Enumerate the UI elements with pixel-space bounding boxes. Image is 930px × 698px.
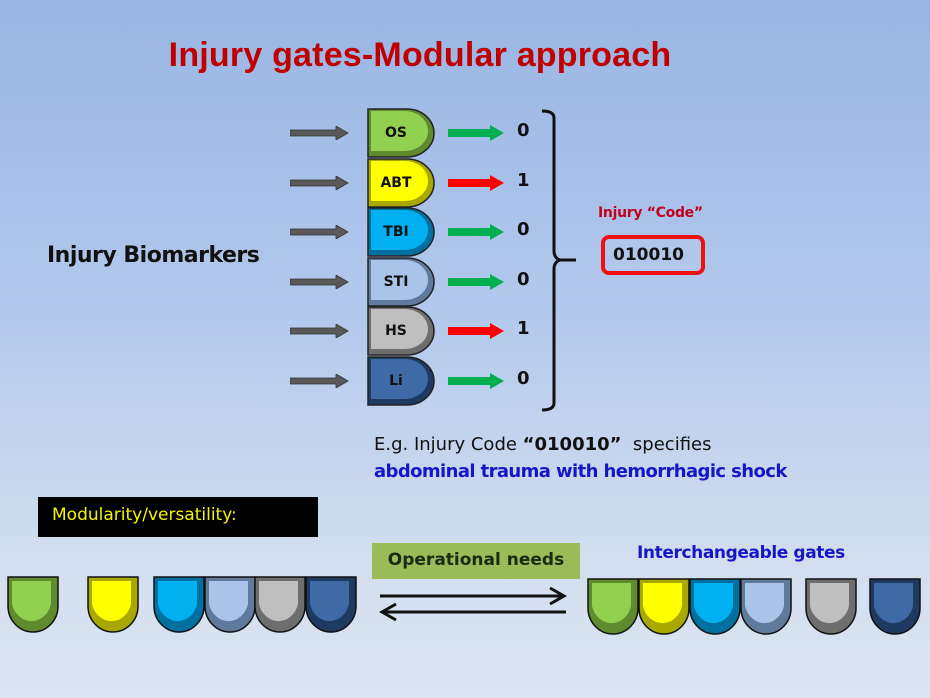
shield-gate-abt [87,576,139,633]
operational-needs-label: Operational needs [387,550,565,570]
shield-gate-tbi [689,578,741,635]
gate-tbi: TBI [367,207,437,257]
gate-shape [367,355,435,406]
modularity-label: Modularity/versatility: [52,505,237,525]
curly-brace [541,109,576,412]
gate-output-bit: 0 [517,219,530,240]
green-output-arrow-icon [448,372,504,389]
gate-label: TBI [383,224,409,240]
bidirectional-arrow-icon [378,586,568,622]
green-output-arrow-icon [448,273,504,290]
gate-shape [367,108,435,158]
input-arrow-icon [290,274,349,289]
shield-gate-hs [254,576,306,633]
shield-gate-sti [204,576,256,633]
gate-shape [367,256,435,307]
gate-output-bit: 0 [517,268,530,290]
red-output-arrow-icon [448,323,504,339]
gate-output-bit: 0 [517,120,530,141]
gate-sti: STI [367,256,437,307]
operational-needs-banner: Operational needs [372,543,580,579]
input-arrow-icon [290,225,349,239]
gate-label: OS [385,125,407,141]
gate-li: Li [367,355,437,406]
shield-gate-os [7,576,59,633]
shield-gate-sti [740,578,792,635]
injury-code-label: Injury “Code” [598,205,703,221]
input-arrow-icon [290,324,349,338]
interchangeable-gates-label: Interchangeable gates [637,543,845,563]
green-output-arrow-icon [448,125,504,141]
gate-os: OS [367,108,437,158]
gate-label: ABT [380,174,412,191]
gate-label: Li [389,372,403,389]
input-arrow-icon [290,175,349,190]
example-suffix: specifies [621,434,712,455]
gate-shape [367,306,435,356]
gate-output-bit: 1 [517,318,530,339]
gate-shape [367,207,435,257]
shield-gate-li [305,576,357,633]
input-arrow-icon [290,126,349,140]
gate-label: STI [383,273,409,290]
gate-abt: ABT [367,157,437,208]
green-output-arrow-icon [448,224,504,240]
example-prefix: E.g. Injury Code [374,434,523,455]
gate-output-bit: 1 [517,169,530,191]
gate-shape [367,157,435,208]
gate-hs: HS [367,306,437,356]
injury-biomarkers-label: Injury Biomarkers [47,243,260,268]
input-arrow-icon [290,373,349,388]
example-code: “010010” [522,434,622,455]
shield-gate-hs [805,578,857,635]
red-output-arrow-icon [448,174,504,191]
example-sentence: E.g. Injury Code “010010” specifies [374,434,712,455]
shield-gate-li [869,578,921,635]
shield-gate-abt [638,578,690,635]
shield-gate-tbi [153,576,205,633]
example-meaning: abdominal trauma with hemorrhagic shock [374,461,787,482]
gate-label: HS [385,323,407,339]
slide-title: Injury gates-Modular approach [168,36,672,74]
injury-code-box: 010010 [601,235,705,275]
injury-code-value: 010010 [613,245,684,265]
shield-gate-os [587,578,639,635]
gate-output-bit: 0 [517,367,530,389]
modularity-banner: Modularity/versatility: [38,497,318,537]
